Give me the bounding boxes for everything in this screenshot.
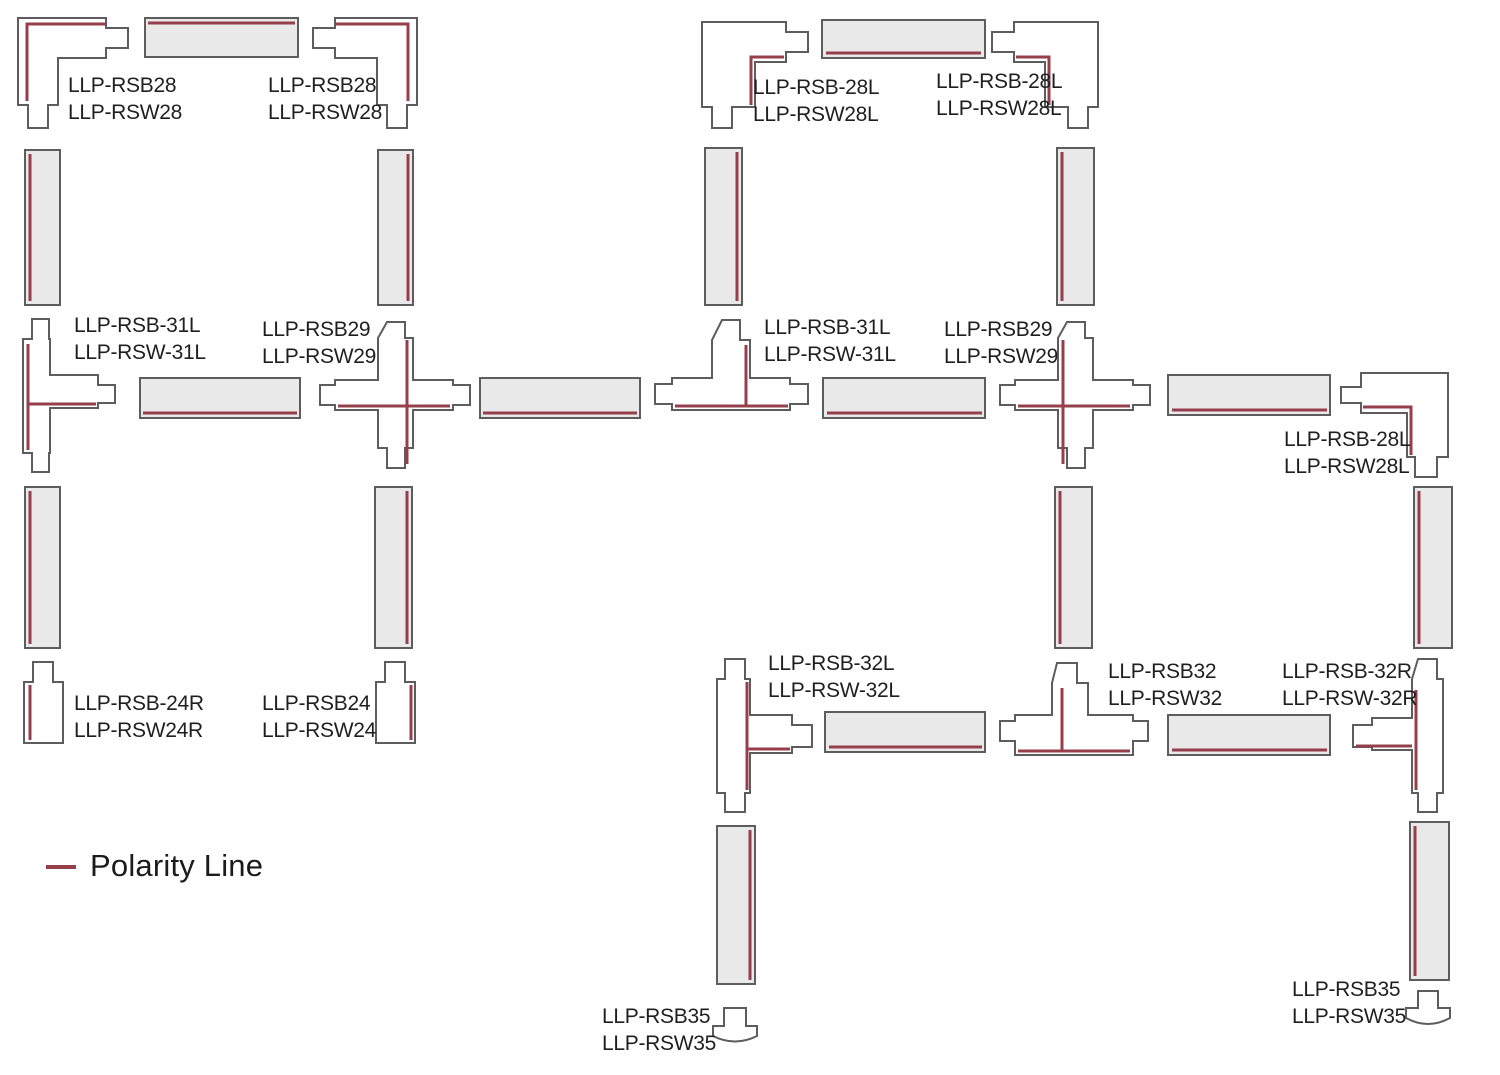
polarity-line: [26, 344, 96, 450]
tee-connector-32l: [716, 658, 813, 813]
part-number: LLP-RSW28L: [1284, 455, 1410, 478]
part-label-tee32r: LLP-RSB-32R LLP-RSW-32R: [1282, 658, 1418, 712]
straight-track: [479, 377, 641, 419]
corner-connector-28l-tr: [991, 21, 1099, 129]
polarity-line: [1356, 690, 1418, 790]
part-number: LLP-RSW-31L: [74, 341, 206, 364]
corner-connector-28l-tl: [701, 21, 809, 129]
part-number: LLP-RSW28L: [753, 103, 879, 126]
part-number: LLP-RSW24R: [74, 719, 203, 742]
part-label-cross29-right: LLP-RSB29 LLP-RSW29: [944, 316, 1058, 370]
straight-track: [139, 377, 301, 419]
part-number: LLP-RSB28: [68, 74, 177, 97]
end-cap-35: [712, 1007, 758, 1043]
part-label-cap35-mid: LLP-RSB35 LLP-RSW35: [602, 1003, 716, 1057]
part-label-cap35-right: LLP-RSB35 LLP-RSW35: [1292, 976, 1406, 1030]
polarity-line: [25, 22, 106, 101]
polarity-line: [1018, 340, 1130, 464]
part-label-corner28-tr: LLP-RSB28 LLP-RSW28: [268, 72, 382, 126]
polarity-line: [1018, 688, 1130, 753]
polarity-line: [745, 682, 790, 790]
part-number: LLP-RSW-32R: [1282, 687, 1418, 710]
part-number: LLP-RSB-31L: [74, 314, 201, 337]
part-label-corner28l-tr: LLP-RSB-28L LLP-RSW28L: [936, 68, 1063, 122]
part-number: LLP-RSB-31L: [764, 316, 891, 339]
part-number: LLP-RSB32: [1108, 660, 1217, 683]
straight-track: [1167, 374, 1331, 416]
part-number: LLP-RSW-31L: [764, 343, 896, 366]
cross-connector-29: [999, 321, 1151, 469]
tee-connector-31l: [22, 318, 116, 473]
part-number: LLP-RSW-32L: [768, 679, 900, 702]
straight-track: [824, 711, 986, 753]
tee-connector-31l-up: [654, 319, 809, 411]
straight-track: [822, 377, 986, 419]
part-label-feed24: LLP-RSB24 LLP-RSW24: [262, 690, 376, 744]
part-label-feed24r: LLP-RSB-24R LLP-RSW24R: [74, 690, 204, 744]
tee-connector-32-up: [999, 662, 1149, 756]
part-number: LLP-RSB-28L: [1284, 428, 1411, 451]
right-assembly: [654, 19, 1453, 1043]
part-number: LLP-RSB-28L: [936, 70, 1063, 93]
part-number: LLP-RSB29: [262, 318, 371, 341]
corner-connector-28l-far-right: [1340, 372, 1449, 478]
polarity-line: [749, 55, 784, 105]
end-feed-24: [375, 661, 416, 744]
corner-connector-28-tl: [17, 17, 129, 129]
cross-connector-29: [319, 321, 471, 469]
part-number: LLP-RSW28L: [936, 97, 1062, 120]
part-number: LLP-RSB-24R: [74, 692, 204, 715]
part-number: LLP-RSW35: [1292, 1005, 1407, 1028]
tee-connector-32r: [1352, 658, 1444, 813]
left-assembly: [17, 17, 641, 744]
end-cap-35: [1405, 990, 1451, 1025]
part-number: LLP-RSB29: [944, 318, 1053, 341]
part-number: LLP-RSW24: [262, 719, 377, 742]
part-number: LLP-RSW29: [944, 345, 1059, 368]
part-label-corner28l-tl: LLP-RSB-28L LLP-RSW28L: [753, 74, 880, 128]
part-number: LLP-RSB-28L: [753, 76, 880, 99]
part-label-tee32l: LLP-RSB-32L LLP-RSW-32L: [768, 650, 900, 704]
polarity-line-swatch: [46, 865, 76, 869]
part-label-corner28l-far-right: LLP-RSB-28L LLP-RSW28L: [1284, 426, 1411, 480]
part-label-tee31l-right: LLP-RSB-31L LLP-RSW-31L: [764, 314, 896, 368]
part-number: LLP-RSB-32R: [1282, 660, 1412, 683]
part-label-tee32: LLP-RSB32 LLP-RSW32: [1108, 658, 1222, 712]
legend-label: Polarity Line: [90, 848, 264, 883]
part-label-tee31l-left: LLP-RSB-31L LLP-RSW-31L: [74, 312, 206, 366]
part-number: LLP-RSB-32L: [768, 652, 895, 675]
part-number: LLP-RSB28: [268, 74, 377, 97]
part-number: LLP-RSW35: [602, 1032, 717, 1055]
polarity-line: [335, 22, 410, 101]
part-label-corner28-tl: LLP-RSB28 LLP-RSW28: [68, 72, 182, 126]
polarity-line: [1363, 405, 1413, 455]
polarity-line: [675, 345, 788, 408]
part-label-cross29-left: LLP-RSB29 LLP-RSW29: [262, 316, 376, 370]
corner-connector-28-tr: [312, 17, 418, 129]
polarity-line: [1016, 55, 1051, 105]
part-number: LLP-RSB35: [1292, 978, 1401, 1001]
end-feed-24r: [23, 661, 64, 744]
part-number: LLP-RSW28: [68, 101, 183, 124]
polarity-line: [338, 340, 450, 464]
part-number: LLP-RSB35: [602, 1005, 711, 1028]
part-number: LLP-RSW28: [268, 101, 383, 124]
part-number: LLP-RSW32: [1108, 687, 1223, 710]
part-number: LLP-RSB24: [262, 692, 371, 715]
straight-track: [1167, 714, 1331, 756]
legend: Polarity Line: [46, 848, 263, 884]
part-number: LLP-RSW29: [262, 345, 377, 368]
